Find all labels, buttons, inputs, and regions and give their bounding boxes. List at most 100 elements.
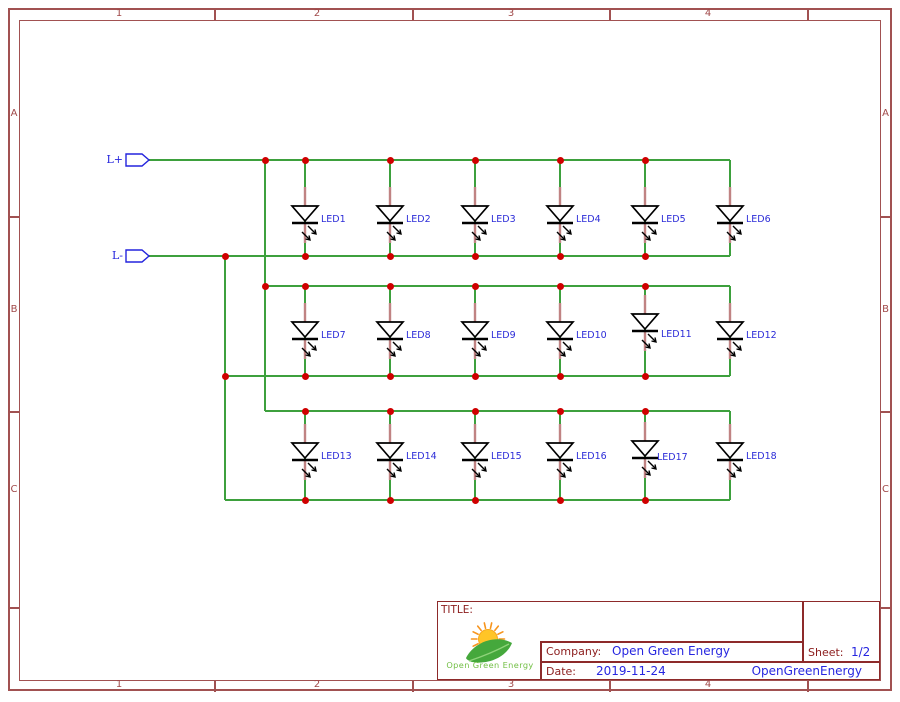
led-reference-label[interactable]: LED11	[661, 329, 692, 340]
row-label: A	[10, 108, 18, 119]
frame-tick	[214, 8, 216, 21]
frame-tick	[807, 680, 809, 692]
junction-dot	[556, 407, 564, 415]
led-reference-label[interactable]: LED5	[661, 214, 686, 225]
led-symbol[interactable]	[459, 422, 519, 486]
led-symbol[interactable]	[289, 301, 349, 365]
row-label: C	[10, 484, 18, 495]
junction-dot	[261, 282, 269, 290]
junction-dot	[471, 156, 479, 164]
frame-tick	[412, 680, 414, 692]
junction-dot	[641, 372, 649, 380]
led-reference-label[interactable]: LED3	[491, 214, 516, 225]
wire[interactable]	[265, 410, 730, 412]
column-label: 2	[313, 679, 321, 690]
junction-dot	[301, 407, 309, 415]
led-symbol[interactable]	[544, 185, 604, 249]
wire[interactable]	[265, 285, 730, 287]
title-block-divider-vertical-logo	[540, 641, 542, 680]
junction-dot	[641, 496, 649, 504]
frame-tick	[8, 216, 20, 218]
led-symbol[interactable]	[629, 420, 689, 484]
junction-dot	[641, 156, 649, 164]
title-block-date-label: Date:	[546, 665, 576, 678]
junction-dot	[301, 252, 309, 260]
leaf-vein	[468, 643, 510, 662]
column-label: 1	[115, 8, 123, 19]
led-symbol[interactable]	[289, 422, 349, 486]
netport-label[interactable]: L-	[111, 249, 123, 262]
led-symbol[interactable]	[629, 293, 689, 357]
logo-text: Open Green Energy	[446, 660, 533, 670]
led-symbol[interactable]	[714, 422, 774, 486]
title-block-date-value: 2019-11-24	[596, 664, 666, 678]
led-symbol[interactable]	[374, 422, 434, 486]
junction-dot	[556, 282, 564, 290]
junction-dot	[556, 496, 564, 504]
led-reference-label[interactable]: LED9	[491, 330, 516, 341]
frame-tick	[8, 607, 20, 609]
led-symbol[interactable]	[374, 301, 434, 365]
led-reference-label[interactable]: LED12	[746, 330, 777, 341]
led-reference-label[interactable]: LED7	[321, 330, 346, 341]
led-reference-label[interactable]: LED13	[321, 451, 352, 462]
junction-dot	[471, 496, 479, 504]
led-reference-label[interactable]: LED16	[576, 451, 607, 462]
column-label: 3	[507, 8, 515, 19]
led-symbol[interactable]	[544, 301, 604, 365]
wire[interactable]	[148, 255, 730, 257]
frame-tick	[880, 411, 892, 413]
title-block-divider-company-top	[540, 641, 802, 643]
led-reference-label[interactable]: LED14	[406, 451, 437, 462]
title-block-divider-date-top	[540, 661, 880, 663]
row-label: B	[882, 304, 889, 315]
junction-dot	[301, 156, 309, 164]
frame-tick	[609, 8, 611, 21]
led-symbol[interactable]	[544, 422, 604, 486]
row-label: B	[10, 304, 18, 315]
led-symbol[interactable]	[629, 185, 689, 249]
title-block-company-value: Open Green Energy	[612, 644, 731, 658]
column-label: 4	[704, 679, 712, 690]
row-label: A	[882, 108, 889, 119]
led-symbol[interactable]	[459, 301, 519, 365]
junction-dot	[301, 282, 309, 290]
frame-tick	[880, 216, 892, 218]
led-symbol[interactable]	[459, 185, 519, 249]
led-reference-label[interactable]: LED4	[576, 214, 601, 225]
led-reference-label[interactable]: LED18	[746, 451, 777, 462]
frame-tick	[880, 607, 892, 609]
title-block-divider-vertical-sheet	[802, 601, 804, 661]
netport-icon[interactable]	[125, 249, 151, 263]
column-label: 1	[115, 679, 123, 690]
wire[interactable]	[148, 159, 730, 161]
led-reference-label[interactable]: LED17	[657, 452, 688, 463]
junction-dot	[301, 496, 309, 504]
column-label: 3	[507, 679, 515, 690]
netport-icon[interactable]	[125, 153, 151, 167]
led-symbol[interactable]	[289, 185, 349, 249]
junction-dot	[556, 252, 564, 260]
frame-tick	[807, 8, 809, 21]
led-symbol[interactable]	[714, 185, 774, 249]
junction-dot	[641, 282, 649, 290]
junction-dot	[471, 282, 479, 290]
led-reference-label[interactable]: LED6	[746, 214, 771, 225]
led-reference-label[interactable]: LED10	[576, 330, 607, 341]
led-symbol[interactable]	[374, 185, 434, 249]
led-reference-label[interactable]: LED1	[321, 214, 346, 225]
title-block-sheet-value: 1/2	[851, 645, 871, 659]
led-reference-label[interactable]: LED8	[406, 330, 431, 341]
junction-dot	[386, 252, 394, 260]
row-label: C	[882, 484, 889, 495]
junction-dot	[386, 407, 394, 415]
column-label: 4	[704, 8, 712, 19]
junction-dot	[471, 372, 479, 380]
led-symbol[interactable]	[714, 301, 774, 365]
led-reference-label[interactable]: LED15	[491, 451, 522, 462]
netport-label[interactable]: L+	[106, 153, 123, 166]
junction-dot	[641, 407, 649, 415]
junction-dot	[386, 282, 394, 290]
frame-tick	[412, 8, 414, 21]
led-reference-label[interactable]: LED2	[406, 214, 431, 225]
